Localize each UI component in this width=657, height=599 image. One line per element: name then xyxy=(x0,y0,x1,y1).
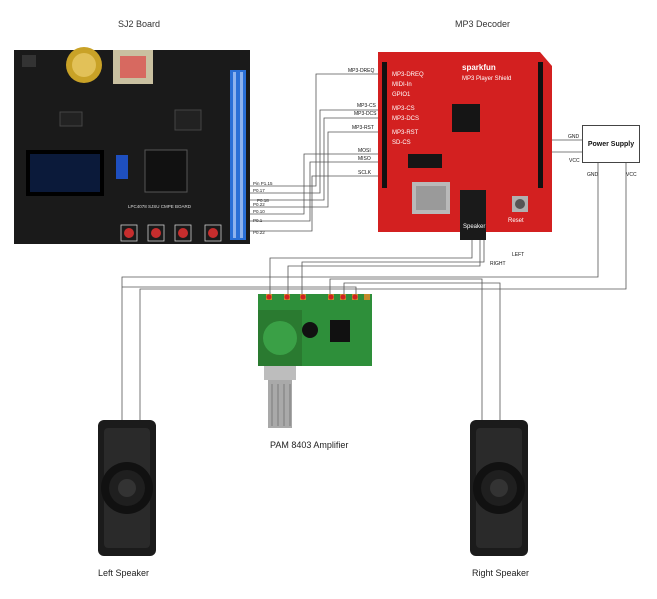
mp3-decoder-board: sparkfun MP3 Player Shield MP3-DREQ MIDI… xyxy=(378,52,552,240)
mp3-label-dreq: MP3-DREQ xyxy=(392,72,424,78)
spi-wires xyxy=(250,73,378,232)
left-speaker xyxy=(98,420,156,556)
amplifier-board xyxy=(258,294,372,428)
audio-left-label: LEFT xyxy=(512,252,524,258)
ps-vcc-label-1: VCC xyxy=(569,158,580,164)
sj2-board-silkscreen: LPC4078 SJSU CMPE BOARD xyxy=(128,204,192,209)
right-speaker-caption: Right Speaker xyxy=(472,568,530,578)
mp3-label-sdcs: SD-CS xyxy=(392,140,411,146)
signal-miso: MISO xyxy=(358,156,371,162)
sj2-pin-labels: Pin P1.15 P0.17 P0.18 P0.22 P0.10 P0.1 P… xyxy=(253,181,273,235)
mp3-label-rst: MP3-RST xyxy=(392,130,419,136)
mp3-decoder-title: MP3 Decoder xyxy=(455,19,511,29)
signal-mosi: MOSI xyxy=(358,148,371,154)
sj2-board: LPC4078 SJSU CMPE BOARD xyxy=(14,47,250,244)
pin-label-p0-10: P0.10 xyxy=(253,209,265,214)
mp3-reset-label: Reset xyxy=(508,218,524,224)
mp3-label-cs: MP3-CS xyxy=(392,106,415,112)
mp3-label-dcs: MP3-DCS xyxy=(392,116,419,122)
audio-wires xyxy=(121,240,501,422)
mp3-speaker-label: Speaker xyxy=(463,224,485,230)
spi-signal-labels: MP3-DREQ MP3-CS MP3-DCS MP3-RST MOSI MIS… xyxy=(348,68,377,176)
signal-sclk: SCLK xyxy=(358,170,372,176)
mp3-label-gpio1: GPIO1 xyxy=(392,92,411,98)
signal-mp3-dreq: MP3-DREQ xyxy=(348,68,375,74)
signal-mp3-cs: MP3-CS xyxy=(357,103,377,109)
pin-label-p0-1: P0.1 xyxy=(253,218,263,223)
pin-label-p0-22: P0.22 xyxy=(253,202,265,207)
signal-mp3-rst: MP3-RST xyxy=(352,125,374,131)
right-speaker xyxy=(470,420,528,556)
power-supply-label: Power Supply xyxy=(587,140,635,148)
ps-gnd-label-1: GND xyxy=(568,134,580,140)
ps-gnd-label-2: GND xyxy=(587,172,599,178)
audio-right-label: RIGHT xyxy=(490,261,506,267)
pin-label-p0-18: P0.18 xyxy=(257,198,269,203)
mp3-label-midi: MIDI-In xyxy=(392,82,412,88)
mp3-subtitle-label: MP3 Player Shield xyxy=(462,76,511,82)
power-supply-box: Power Supply xyxy=(582,125,640,163)
signal-mp3-dcs: MP3-DCS xyxy=(354,111,377,117)
mp3-brand-label: sparkfun xyxy=(462,63,496,72)
pin-label-p0-17: P0.17 xyxy=(253,188,265,193)
power-wires xyxy=(121,139,627,295)
ps-vcc-label-2: VCC xyxy=(626,172,637,178)
pin-label-p0-22b: P0.22 xyxy=(253,230,265,235)
pin-label-p1-15: Pin P1.15 xyxy=(253,181,273,186)
amplifier-caption: PAM 8403 Amplifier xyxy=(270,440,349,450)
sj2-board-title: SJ2 Board xyxy=(118,19,161,29)
left-speaker-caption: Left Speaker xyxy=(98,568,150,578)
